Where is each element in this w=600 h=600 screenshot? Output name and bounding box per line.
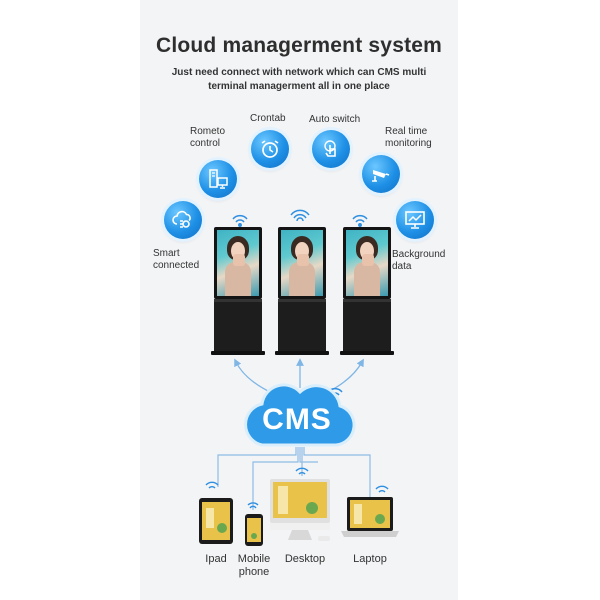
mobile-phone-device: [245, 514, 263, 546]
desktop-device: [270, 479, 330, 541]
kiosk-display-left: [214, 227, 262, 355]
kiosk-display-right: [343, 227, 391, 355]
device-label-ipad: Ipad: [197, 553, 235, 566]
laptop-device: [341, 497, 399, 537]
wifi-icon: [353, 216, 367, 227]
cms-label: CMS: [252, 403, 342, 437]
wifi-icon: [206, 482, 218, 488]
upload-arrows: [236, 362, 362, 393]
wifi-icon: [291, 210, 309, 221]
device-label-desktop: Desktop: [280, 553, 330, 566]
ipad-device: [199, 498, 233, 544]
kiosk-display-center: [278, 227, 326, 355]
wifi-icon: [233, 216, 247, 227]
wifi-icon: [376, 486, 388, 492]
device-label-laptop: Laptop: [346, 553, 394, 566]
